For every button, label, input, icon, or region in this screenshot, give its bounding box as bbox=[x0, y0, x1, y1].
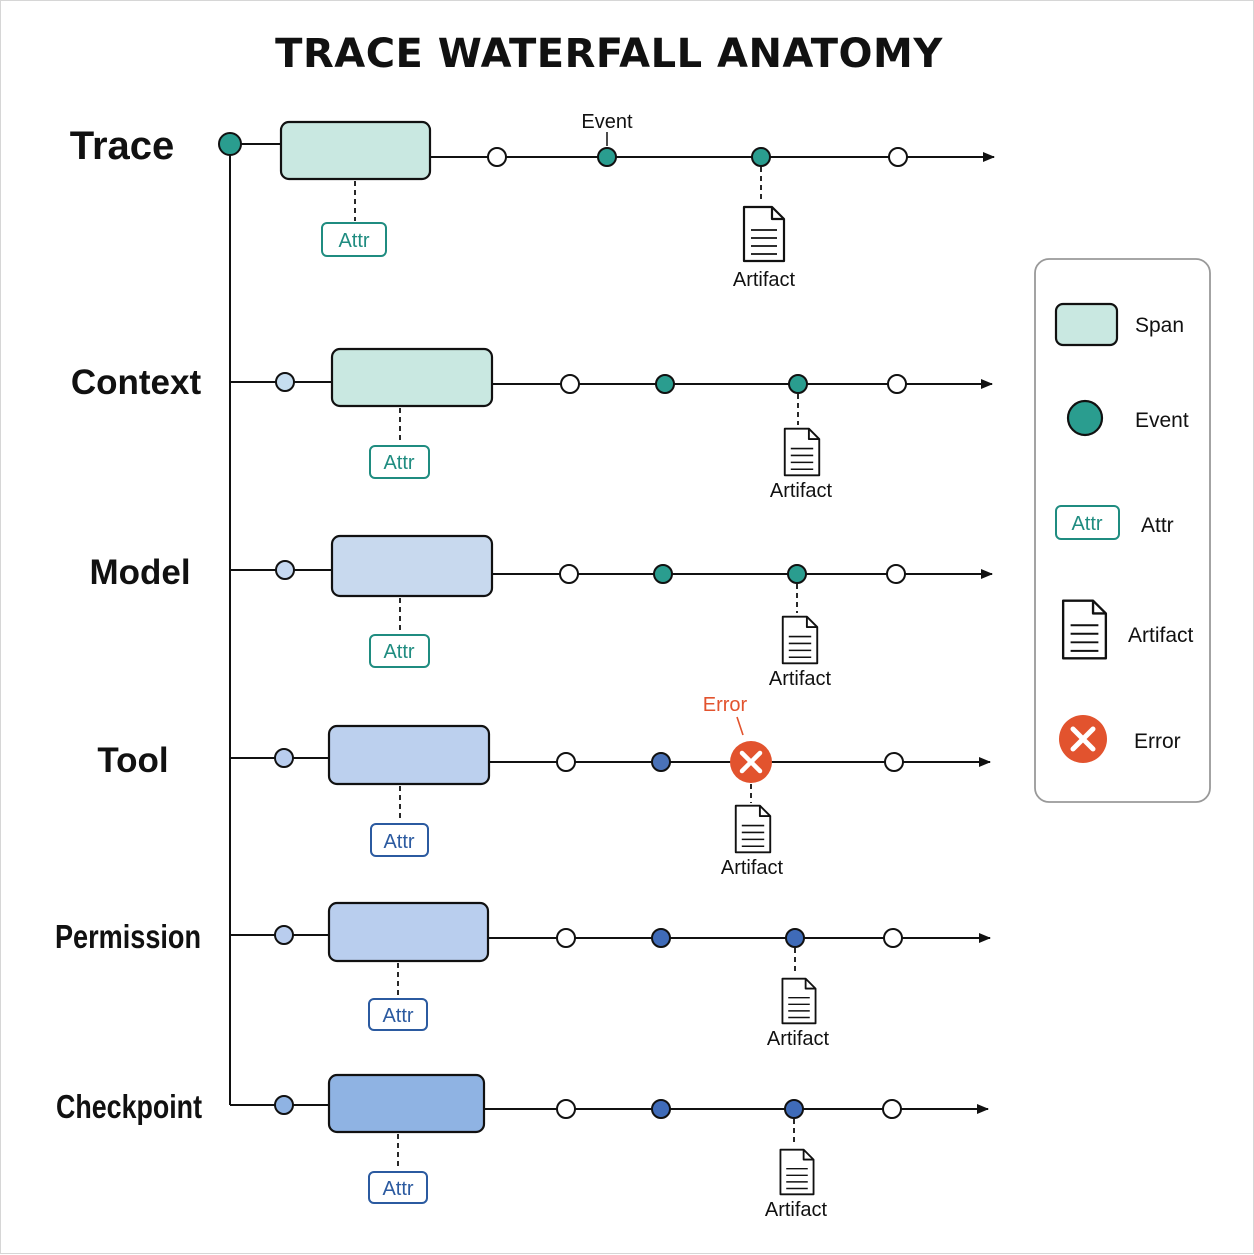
artifact-label: Artifact bbox=[769, 668, 832, 690]
row-label-context: Context bbox=[71, 363, 202, 402]
span-box[interactable] bbox=[327, 1073, 486, 1134]
artifact-label: Artifact bbox=[733, 269, 796, 291]
error-x-icon bbox=[1059, 715, 1107, 763]
event-dot-empty[interactable] bbox=[556, 928, 576, 948]
event-dot-empty[interactable] bbox=[883, 928, 903, 948]
event-dot[interactable] bbox=[785, 928, 805, 948]
attr-badge[interactable] bbox=[368, 998, 428, 1031]
event-dot-empty[interactable] bbox=[559, 564, 579, 584]
document-icon[interactable] bbox=[781, 615, 819, 665]
start-dot[interactable] bbox=[275, 560, 295, 580]
start-dot[interactable] bbox=[275, 372, 295, 392]
row-permission: Attr Artifact bbox=[230, 901, 991, 1050]
event-dot[interactable] bbox=[651, 928, 671, 948]
artifact-label: Artifact bbox=[765, 1199, 828, 1221]
event-dot-empty[interactable] bbox=[560, 374, 580, 394]
artifact-label: Artifact bbox=[767, 1028, 830, 1050]
start-dot[interactable] bbox=[274, 748, 294, 768]
row-trace: Attr Event Artifact bbox=[218, 111, 995, 291]
event-dot[interactable] bbox=[651, 1099, 671, 1119]
row-checkpoint: Attr Artifact bbox=[230, 1073, 989, 1221]
attr-badge[interactable] bbox=[321, 222, 387, 257]
attr-badge-label: Attr bbox=[382, 1005, 413, 1027]
legend-attr-label: Attr bbox=[1141, 514, 1174, 537]
document-icon[interactable] bbox=[742, 205, 786, 263]
attr-badge-label: Attr bbox=[383, 641, 414, 663]
legend-box bbox=[1034, 258, 1211, 803]
event-dot-empty[interactable] bbox=[882, 1099, 902, 1119]
row-label-checkpoint: Checkpoint bbox=[56, 1088, 202, 1125]
row-label-tool: Tool bbox=[97, 741, 168, 780]
attr-badge[interactable] bbox=[369, 445, 430, 479]
artifact-label: Artifact bbox=[770, 480, 833, 502]
event-dot[interactable] bbox=[597, 147, 617, 167]
artifact-label: Artifact bbox=[721, 857, 784, 879]
attr-badge-label: Attr bbox=[338, 230, 369, 252]
document-icon[interactable] bbox=[734, 804, 772, 854]
row-label-permission: Permission bbox=[55, 918, 201, 955]
event-dot[interactable] bbox=[751, 147, 771, 167]
error-label-connector bbox=[736, 716, 744, 736]
event-dot-empty[interactable] bbox=[887, 374, 907, 394]
legend-error-label: Error bbox=[1134, 730, 1181, 753]
attr-badge-label: Attr bbox=[383, 452, 414, 474]
event-dot[interactable] bbox=[784, 1099, 804, 1119]
legend-span-swatch bbox=[1054, 302, 1119, 347]
attr-badge[interactable] bbox=[370, 823, 429, 857]
event-dot-empty[interactable] bbox=[888, 147, 908, 167]
event-dot[interactable] bbox=[788, 374, 808, 394]
event-dot-empty[interactable] bbox=[556, 752, 576, 772]
row-tool: Attr Error Artifact bbox=[230, 694, 991, 879]
row-model: Attr Artifact bbox=[230, 534, 993, 690]
event-dot-empty[interactable] bbox=[884, 752, 904, 772]
event-dot-empty[interactable] bbox=[487, 147, 507, 167]
event-dot-empty[interactable] bbox=[556, 1099, 576, 1119]
document-icon[interactable] bbox=[783, 427, 821, 477]
start-dot bbox=[218, 132, 242, 156]
event-label: Event bbox=[581, 111, 633, 133]
error-x-icon[interactable] bbox=[730, 741, 772, 783]
span-box[interactable] bbox=[330, 534, 494, 598]
attr-badge[interactable] bbox=[368, 1171, 428, 1204]
span-box[interactable] bbox=[327, 901, 490, 963]
attr-badge[interactable] bbox=[369, 634, 430, 668]
legend-attr-badge-label: Attr bbox=[1071, 513, 1102, 535]
legend-span-label: Span bbox=[1135, 314, 1184, 337]
page-title: TRACE WATERFALL ANATOMY bbox=[275, 31, 943, 77]
span-box[interactable] bbox=[330, 347, 494, 408]
error-label: Error bbox=[703, 694, 748, 716]
event-dot[interactable] bbox=[651, 752, 671, 772]
row-label-model: Model bbox=[89, 553, 190, 592]
event-dot[interactable] bbox=[655, 374, 675, 394]
row-context: Attr Artifact bbox=[230, 347, 993, 502]
document-icon[interactable] bbox=[779, 1148, 815, 1196]
event-dot[interactable] bbox=[787, 564, 807, 584]
span-box[interactable] bbox=[327, 724, 491, 786]
legend: Span Event Attr Attr Artifact Error bbox=[1034, 258, 1211, 803]
span-box[interactable] bbox=[279, 120, 432, 181]
legend-event-swatch bbox=[1066, 399, 1104, 437]
row-label-trace: Trace bbox=[70, 124, 175, 168]
event-dot-empty[interactable] bbox=[886, 564, 906, 584]
attr-badge-label: Attr bbox=[383, 831, 414, 853]
event-dot[interactable] bbox=[653, 564, 673, 584]
document-icon bbox=[1061, 599, 1108, 660]
legend-event-label: Event bbox=[1135, 409, 1189, 432]
start-dot[interactable] bbox=[274, 1095, 294, 1115]
attr-badge-label: Attr bbox=[382, 1178, 413, 1200]
legend-attr-swatch bbox=[1055, 505, 1120, 540]
start-dot[interactable] bbox=[274, 925, 294, 945]
legend-artifact-label: Artifact bbox=[1128, 624, 1194, 647]
document-icon[interactable] bbox=[781, 977, 817, 1025]
